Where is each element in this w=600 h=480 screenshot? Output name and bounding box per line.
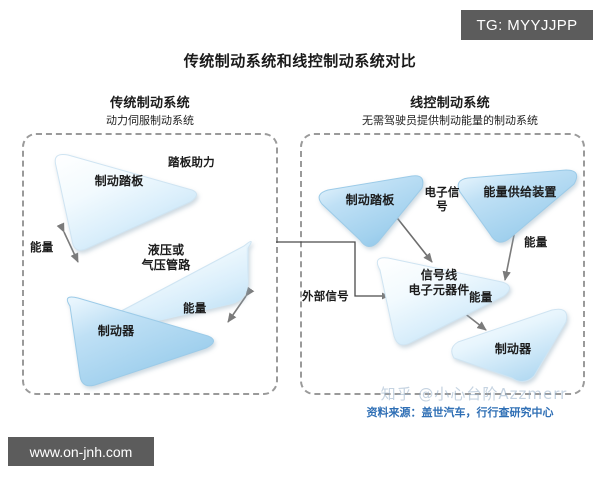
right-panel-title: 线控制动系统 (410, 96, 490, 111)
right-annotation-energy-1: 能量 (524, 235, 548, 249)
source-attribution: 资料来源：盖世汽车，行行查研究中心 (366, 406, 554, 419)
website-badge: www.on-jnh.com (8, 437, 154, 466)
left-annotation-energy-2: 能量 (183, 301, 207, 315)
left-panel-subtitle: 动力伺服制动系统 (106, 114, 194, 127)
external-signal-label: 外部信号 (302, 289, 349, 303)
left-node-brake-actuator-label: 制动器 (97, 324, 135, 338)
left-panel-title: 传统制动系统 (110, 96, 190, 111)
left-annotation-pedal-assist: 踏板助力 (168, 155, 215, 169)
right-node-signal-line-label: 信号线 电子元器件 (408, 268, 470, 297)
right-node-brake-actuator-label: 制动器 (494, 342, 532, 356)
right-annotation-electronic-signal: 电子信 号 (424, 185, 460, 213)
watermark: 知乎 @小心台阶Azzmerr (380, 385, 568, 403)
left-node-brake-pedal-label: 制动踏板 (94, 174, 144, 188)
telegram-badge: TG: MYYJJPP (461, 10, 593, 40)
right-panel-subtitle: 无需驾驶员提供制动能量的制动系统 (362, 114, 538, 127)
left-node-hydraulic-line-label: 液压或 气压管路 (141, 243, 191, 272)
left-annotation-energy-1: 能量 (30, 240, 54, 254)
right-node-brake-pedal-label: 制动踏板 (345, 193, 395, 207)
right-node-energy-supply-label: 能量供给装置 (483, 185, 557, 199)
page-title: 传统制动系统和线控制动系统对比 (183, 52, 417, 70)
right-annotation-energy-2: 能量 (469, 290, 493, 304)
